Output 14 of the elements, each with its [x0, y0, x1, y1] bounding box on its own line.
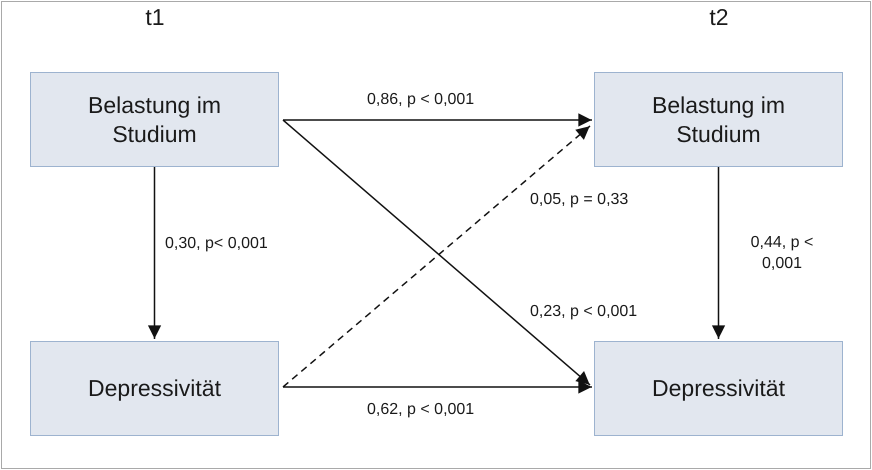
- variable-box: [30, 341, 279, 436]
- node-label: Belastung im Studium: [651, 90, 786, 148]
- arrow: [283, 113, 592, 127]
- arrow: [283, 380, 592, 394]
- node-label: Depressivität: [652, 374, 785, 403]
- variable-box: [594, 72, 843, 167]
- node-label: Depressivität: [88, 374, 221, 403]
- time-point-label: t1: [145, 4, 165, 31]
- variable-box: [594, 341, 843, 436]
- arrow: [148, 167, 162, 339]
- node-label: Belastung im Studium: [87, 90, 222, 148]
- variable-box: [30, 72, 279, 167]
- time-point-label: t2: [709, 4, 729, 31]
- arrow: [712, 167, 726, 339]
